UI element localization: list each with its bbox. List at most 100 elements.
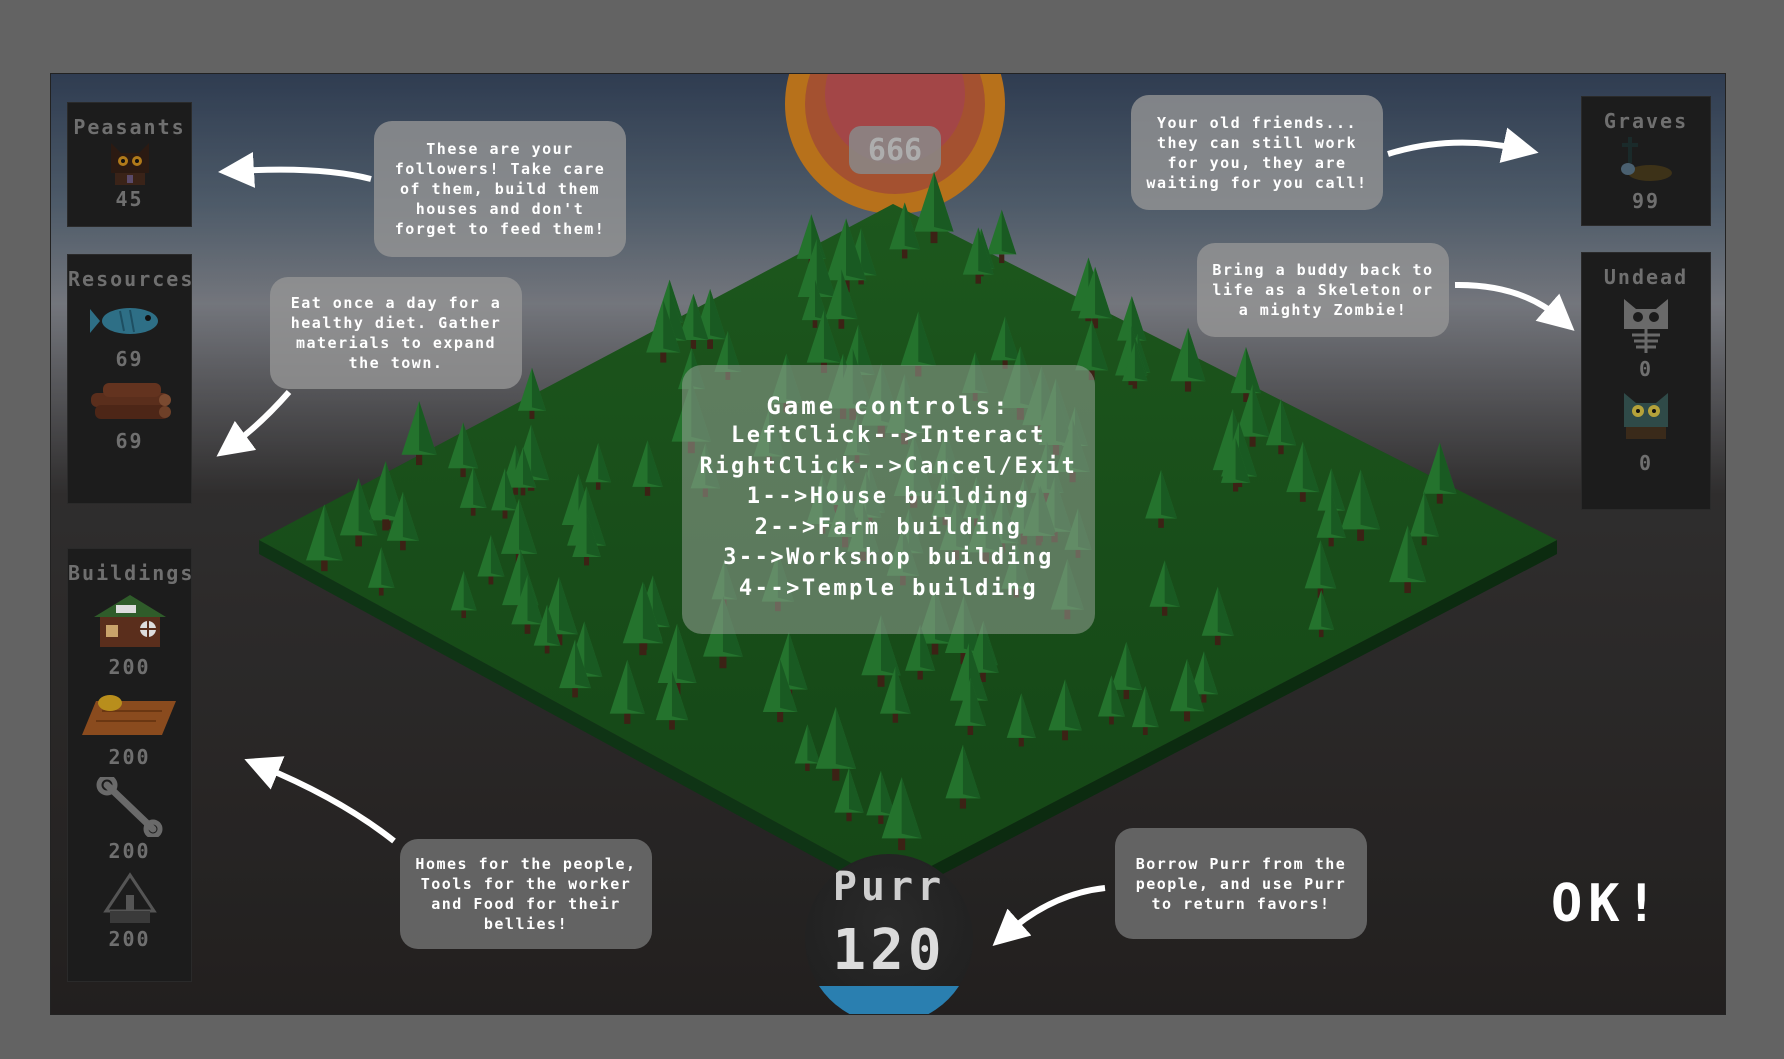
tree xyxy=(987,209,1017,264)
tree xyxy=(879,666,911,723)
tree xyxy=(834,767,864,822)
tree xyxy=(914,171,954,244)
tree xyxy=(866,770,896,824)
tree xyxy=(1308,590,1335,638)
tree xyxy=(1265,399,1297,455)
tree xyxy=(339,478,378,547)
tree xyxy=(1286,441,1320,502)
tip-undead: Bring a buddy back to life as a Skeleton… xyxy=(1197,243,1449,337)
graves-title: Graves xyxy=(1603,109,1689,133)
tree xyxy=(889,202,921,259)
tree xyxy=(1316,492,1346,547)
controls-line: 3-->Workshop building xyxy=(723,545,1054,570)
tree xyxy=(367,547,395,596)
graves-count: 99 xyxy=(1631,189,1661,213)
buildings-panel: Buildings 200 200 200 200 xyxy=(67,548,192,982)
purr-water xyxy=(805,986,973,1014)
tree xyxy=(1341,469,1381,541)
zombie-cat-icon[interactable] xyxy=(1616,389,1676,449)
tree xyxy=(967,624,999,683)
tree xyxy=(1422,442,1457,504)
tree xyxy=(962,227,994,284)
graves-panel: Graves 99 xyxy=(1581,96,1711,226)
tree xyxy=(572,513,601,566)
resources-panel: Resources 69 69 xyxy=(67,254,192,504)
skeleton-count: 0 xyxy=(1638,357,1654,381)
tree xyxy=(517,367,546,419)
sun-orb: 666 xyxy=(785,74,1005,214)
fish-icon[interactable] xyxy=(89,301,170,341)
purr-label: Purr xyxy=(832,864,946,910)
tree xyxy=(825,269,858,329)
tree xyxy=(511,575,544,634)
tree xyxy=(1220,438,1251,492)
tree xyxy=(945,744,981,809)
zombie-count: 0 xyxy=(1638,451,1654,475)
tree xyxy=(1006,693,1036,747)
peasants-title: Peasants xyxy=(73,115,186,139)
tree xyxy=(386,491,419,551)
tree xyxy=(622,581,664,656)
grave-icon xyxy=(1621,137,1672,181)
peasants-panel: Peasants 45 xyxy=(67,102,192,227)
controls-line: RightClick-->Cancel/Exit xyxy=(699,453,1078,479)
tree xyxy=(1078,266,1112,329)
tree xyxy=(585,442,612,490)
tree xyxy=(306,504,343,572)
controls-line: 4-->Temple building xyxy=(738,575,1039,601)
tree xyxy=(1189,651,1219,703)
tree xyxy=(559,639,591,698)
cat-icon xyxy=(110,143,149,185)
buildings-title: Buildings xyxy=(68,561,195,585)
tree xyxy=(655,670,689,730)
game-viewport[interactable]: 666 Peasants 45 Resources xyxy=(50,73,1726,1015)
resources-title: Resources xyxy=(68,267,195,291)
skeleton-cat-icon[interactable] xyxy=(1616,295,1676,355)
tree xyxy=(450,570,477,619)
ok-button[interactable]: OK! xyxy=(1551,874,1663,934)
controls-line: 2-->Farm building xyxy=(754,514,1023,540)
tree xyxy=(1230,346,1262,402)
tree xyxy=(448,422,479,478)
tree xyxy=(509,447,537,496)
farm-icon[interactable] xyxy=(81,689,178,739)
controls-panel: Game controls: LeftClick-->Interact Righ… xyxy=(682,365,1095,634)
tip-buildings: Homes for the people, Tools for the work… xyxy=(400,839,652,949)
tip-graves: Your old friends... they can still work … xyxy=(1131,95,1383,210)
house-count: 200 xyxy=(108,655,151,679)
fish-count: 69 xyxy=(115,347,144,371)
wood-logs-icon[interactable] xyxy=(85,379,175,423)
tree xyxy=(1170,327,1206,392)
tree xyxy=(632,440,663,496)
purr-value: 120 xyxy=(832,918,946,983)
tree xyxy=(801,279,829,328)
tree xyxy=(1098,675,1125,725)
sun-value: 666 xyxy=(868,133,922,168)
tree xyxy=(678,293,709,349)
tip-purr: Borrow Purr from the people, and use Pur… xyxy=(1115,828,1367,939)
tree xyxy=(459,466,487,516)
temple-count: 200 xyxy=(108,927,151,951)
controls-line: LeftClick-->Interact xyxy=(731,423,1046,448)
tree xyxy=(1169,658,1205,722)
tree xyxy=(794,724,821,771)
tip-resources: Eat once a day for a healthy diet. Gathe… xyxy=(270,277,522,389)
tree xyxy=(1201,586,1234,646)
tree xyxy=(815,706,857,781)
controls-line: 1-->House building xyxy=(746,484,1031,509)
controls-title: Game controls: xyxy=(766,392,1011,420)
tree xyxy=(1048,679,1082,741)
tree xyxy=(990,316,1020,369)
tree xyxy=(1110,641,1143,700)
tree xyxy=(1145,469,1177,528)
purr-meter[interactable]: Purr 120 xyxy=(805,854,973,1014)
wrench-icon[interactable] xyxy=(95,777,165,837)
tip-peasants: These are your followers! Take care of t… xyxy=(374,121,626,257)
tree xyxy=(1409,491,1439,546)
tree xyxy=(954,677,987,735)
house-icon[interactable] xyxy=(88,591,172,651)
tree xyxy=(1389,525,1427,594)
tree xyxy=(1235,384,1270,447)
temple-icon[interactable] xyxy=(100,871,160,925)
tree xyxy=(1131,685,1159,735)
